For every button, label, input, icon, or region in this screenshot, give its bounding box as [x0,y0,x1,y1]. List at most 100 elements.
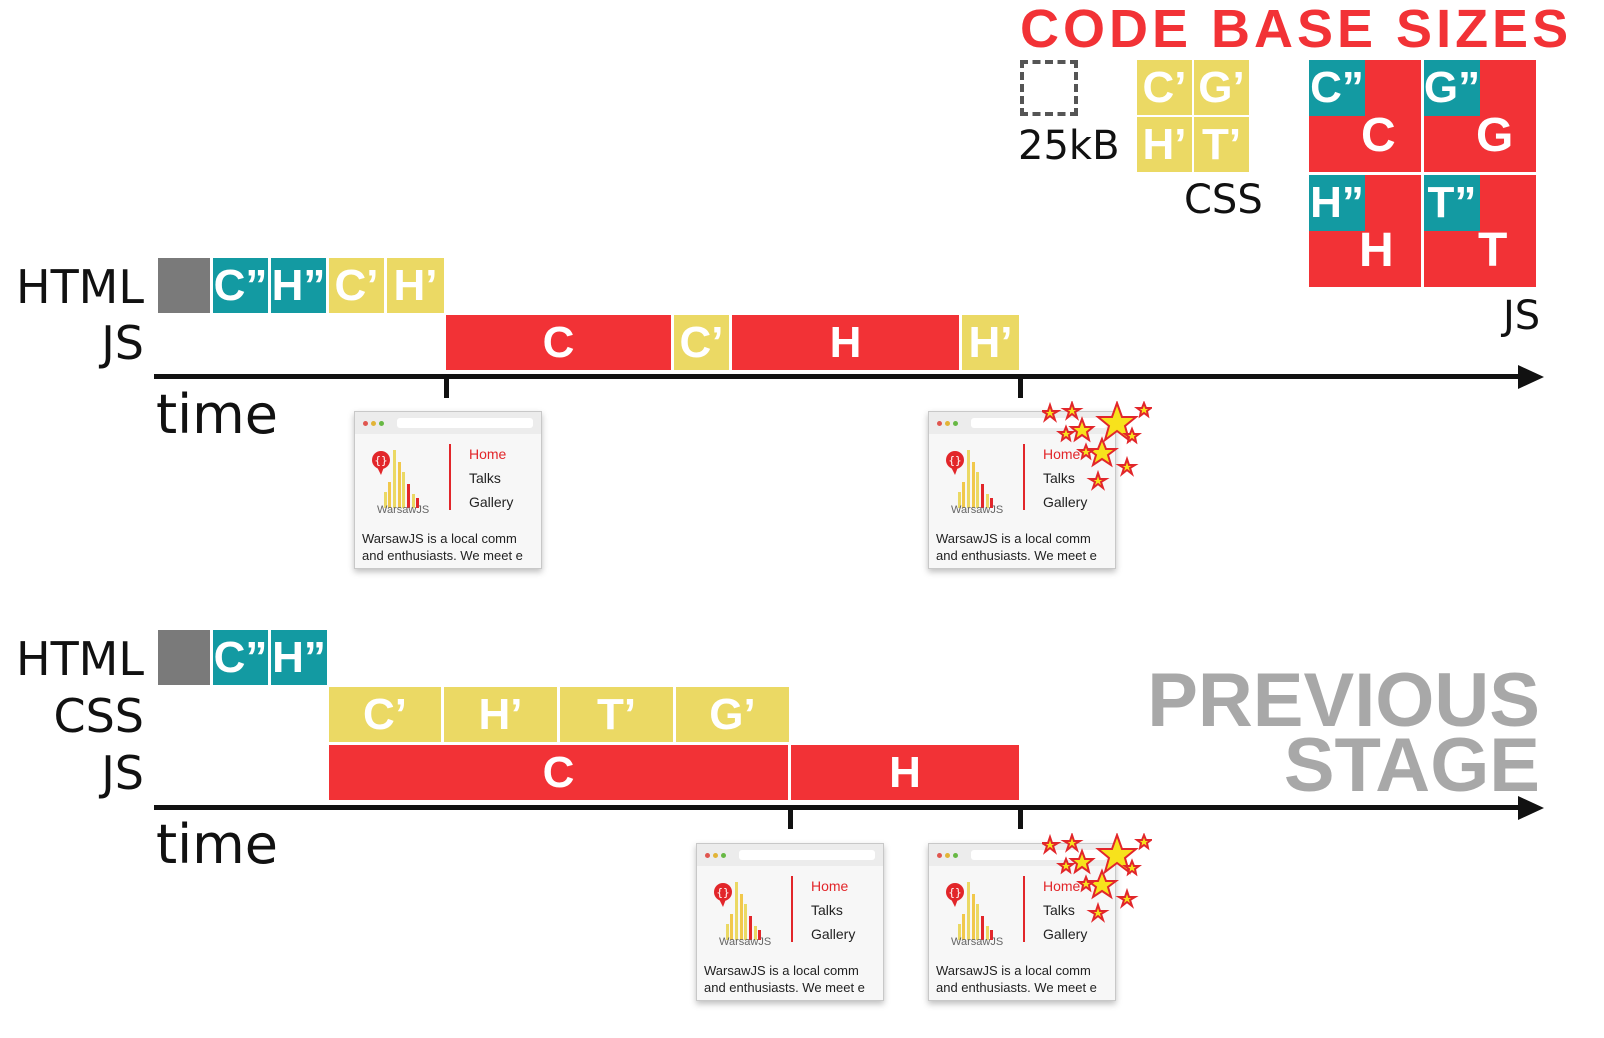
css-block: C’ [329,687,444,742]
intro-line: WarsawJS is a local comm [704,963,859,978]
close-dot-icon [937,421,942,426]
logo-text: WarsawJS [377,504,430,516]
axis-arrowhead [1518,365,1544,389]
js-square-label: G [1476,109,1514,162]
nav-divider [1023,444,1025,510]
minimize-dot-icon [371,421,376,426]
maximize-dot-icon [953,421,958,426]
css-block: G’ [676,687,789,742]
html-block: H” [271,630,327,685]
intro-line: and enthusiasts. We meet e [704,980,865,995]
row-label-js: JS [101,746,144,800]
html-block: C’ [329,258,387,313]
logo-text: WarsawJS [951,504,1004,516]
html-block: H” [271,258,329,313]
nav-divider [1023,876,1025,942]
intro-paragraph: WarsawJS is a local comm and enthusiasts… [704,962,878,996]
svg-text:{}: {} [948,454,961,467]
sparkle-stars-icon [1042,833,1152,923]
axis-label: time [156,813,279,876]
nav-item-talks[interactable]: Talks [1043,470,1075,486]
js-block: C’ [674,315,732,370]
js-subsquare: C” [1309,60,1365,116]
css-square: H’ [1137,117,1192,172]
html-block [158,258,213,313]
axis-tick [788,807,793,829]
nav-item-gallery[interactable]: Gallery [1043,926,1088,942]
row-label-js: JS [101,316,144,370]
intro-line: WarsawJS is a local comm [936,963,1091,978]
svg-text:{}: {} [374,454,387,467]
nav-item-home[interactable]: Home [811,878,849,894]
js-block: H [791,745,1019,800]
row-label-css: CSS [53,689,144,743]
nav-item-talks[interactable]: Talks [811,902,843,918]
intro-line: and enthusiasts. We meet e [362,548,523,563]
intro-paragraph: WarsawJS is a local comm and enthusiasts… [936,530,1110,564]
logo-text: WarsawJS [951,936,1004,948]
nav-item-gallery[interactable]: Gallery [469,494,514,510]
nav-item-gallery[interactable]: Gallery [811,926,856,942]
address-bar [739,850,875,860]
row-label-html: HTML [15,260,144,314]
js-subsquare: G” [1424,60,1480,116]
close-dot-icon [363,421,368,426]
js-square-label: H [1359,224,1394,277]
previous-stage-line: STAGE [1283,723,1540,809]
nav-item-gallery[interactable]: Gallery [1043,494,1088,510]
warsawjs-logo-icon: {} [946,450,993,508]
js-square-label: T [1478,224,1508,277]
address-bar [971,850,1107,860]
logo-text: WarsawJS [719,936,772,948]
css-legend-label: CSS [1184,177,1263,223]
browser-thumbnail: {} WarsawJS Home Talks Gallery WarsawJS … [354,411,542,569]
js-block: C [446,315,674,370]
html-block [158,630,213,685]
nav-item-home[interactable]: Home [469,446,507,462]
css-square: G’ [1194,60,1249,115]
maximize-dot-icon [379,421,384,426]
html-block: H’ [387,258,444,313]
js-block: H’ [962,315,1019,370]
address-bar [397,418,533,428]
css-square: T’ [1194,117,1249,172]
axis-label: time [156,383,279,446]
close-dot-icon [705,853,710,858]
nav-item-home[interactable]: Home [1043,446,1081,462]
intro-line: and enthusiasts. We meet e [936,548,1097,563]
diagram-title: CODE BASE SIZES [1020,0,1573,59]
js-legend-label: JS [1503,293,1541,339]
minimize-dot-icon [713,853,718,858]
intro-paragraph: WarsawJS is a local comm and enthusiasts… [362,530,536,564]
css-square: C’ [1137,60,1192,115]
axis-arrowhead [1518,796,1544,820]
css-block: H’ [444,687,560,742]
row-label-html: HTML [15,632,144,686]
js-block: C [329,745,791,800]
svg-text:{}: {} [948,886,961,899]
nav-item-home[interactable]: Home [1043,878,1081,894]
svg-text:{}: {} [716,886,729,899]
intro-line: and enthusiasts. We meet e [936,980,1097,995]
close-dot-icon [937,853,942,858]
axis-line [154,374,1524,379]
nav-divider [449,444,451,510]
css-block: T’ [560,687,676,742]
intro-paragraph: WarsawJS is a local comm and enthusiasts… [936,962,1110,996]
unit-size-box [1020,60,1078,116]
warsawjs-logo-icon: {} [714,882,761,940]
intro-line: WarsawJS is a local comm [362,531,517,546]
nav-item-talks[interactable]: Talks [1043,902,1075,918]
axis-tick [1018,807,1023,829]
intro-line: WarsawJS is a local comm [936,531,1091,546]
address-bar [971,418,1107,428]
js-subsquare: H” [1309,175,1365,231]
nav-item-talks[interactable]: Talks [469,470,501,486]
html-block: C” [213,258,271,313]
axis-tick [1018,376,1023,398]
minimize-dot-icon [945,853,950,858]
previous-stage-line: PREVIOUS [1147,658,1540,743]
unit-size-label: 25kB [1018,123,1120,169]
sparkle-stars-icon [1042,401,1152,491]
axis-tick [444,376,449,398]
